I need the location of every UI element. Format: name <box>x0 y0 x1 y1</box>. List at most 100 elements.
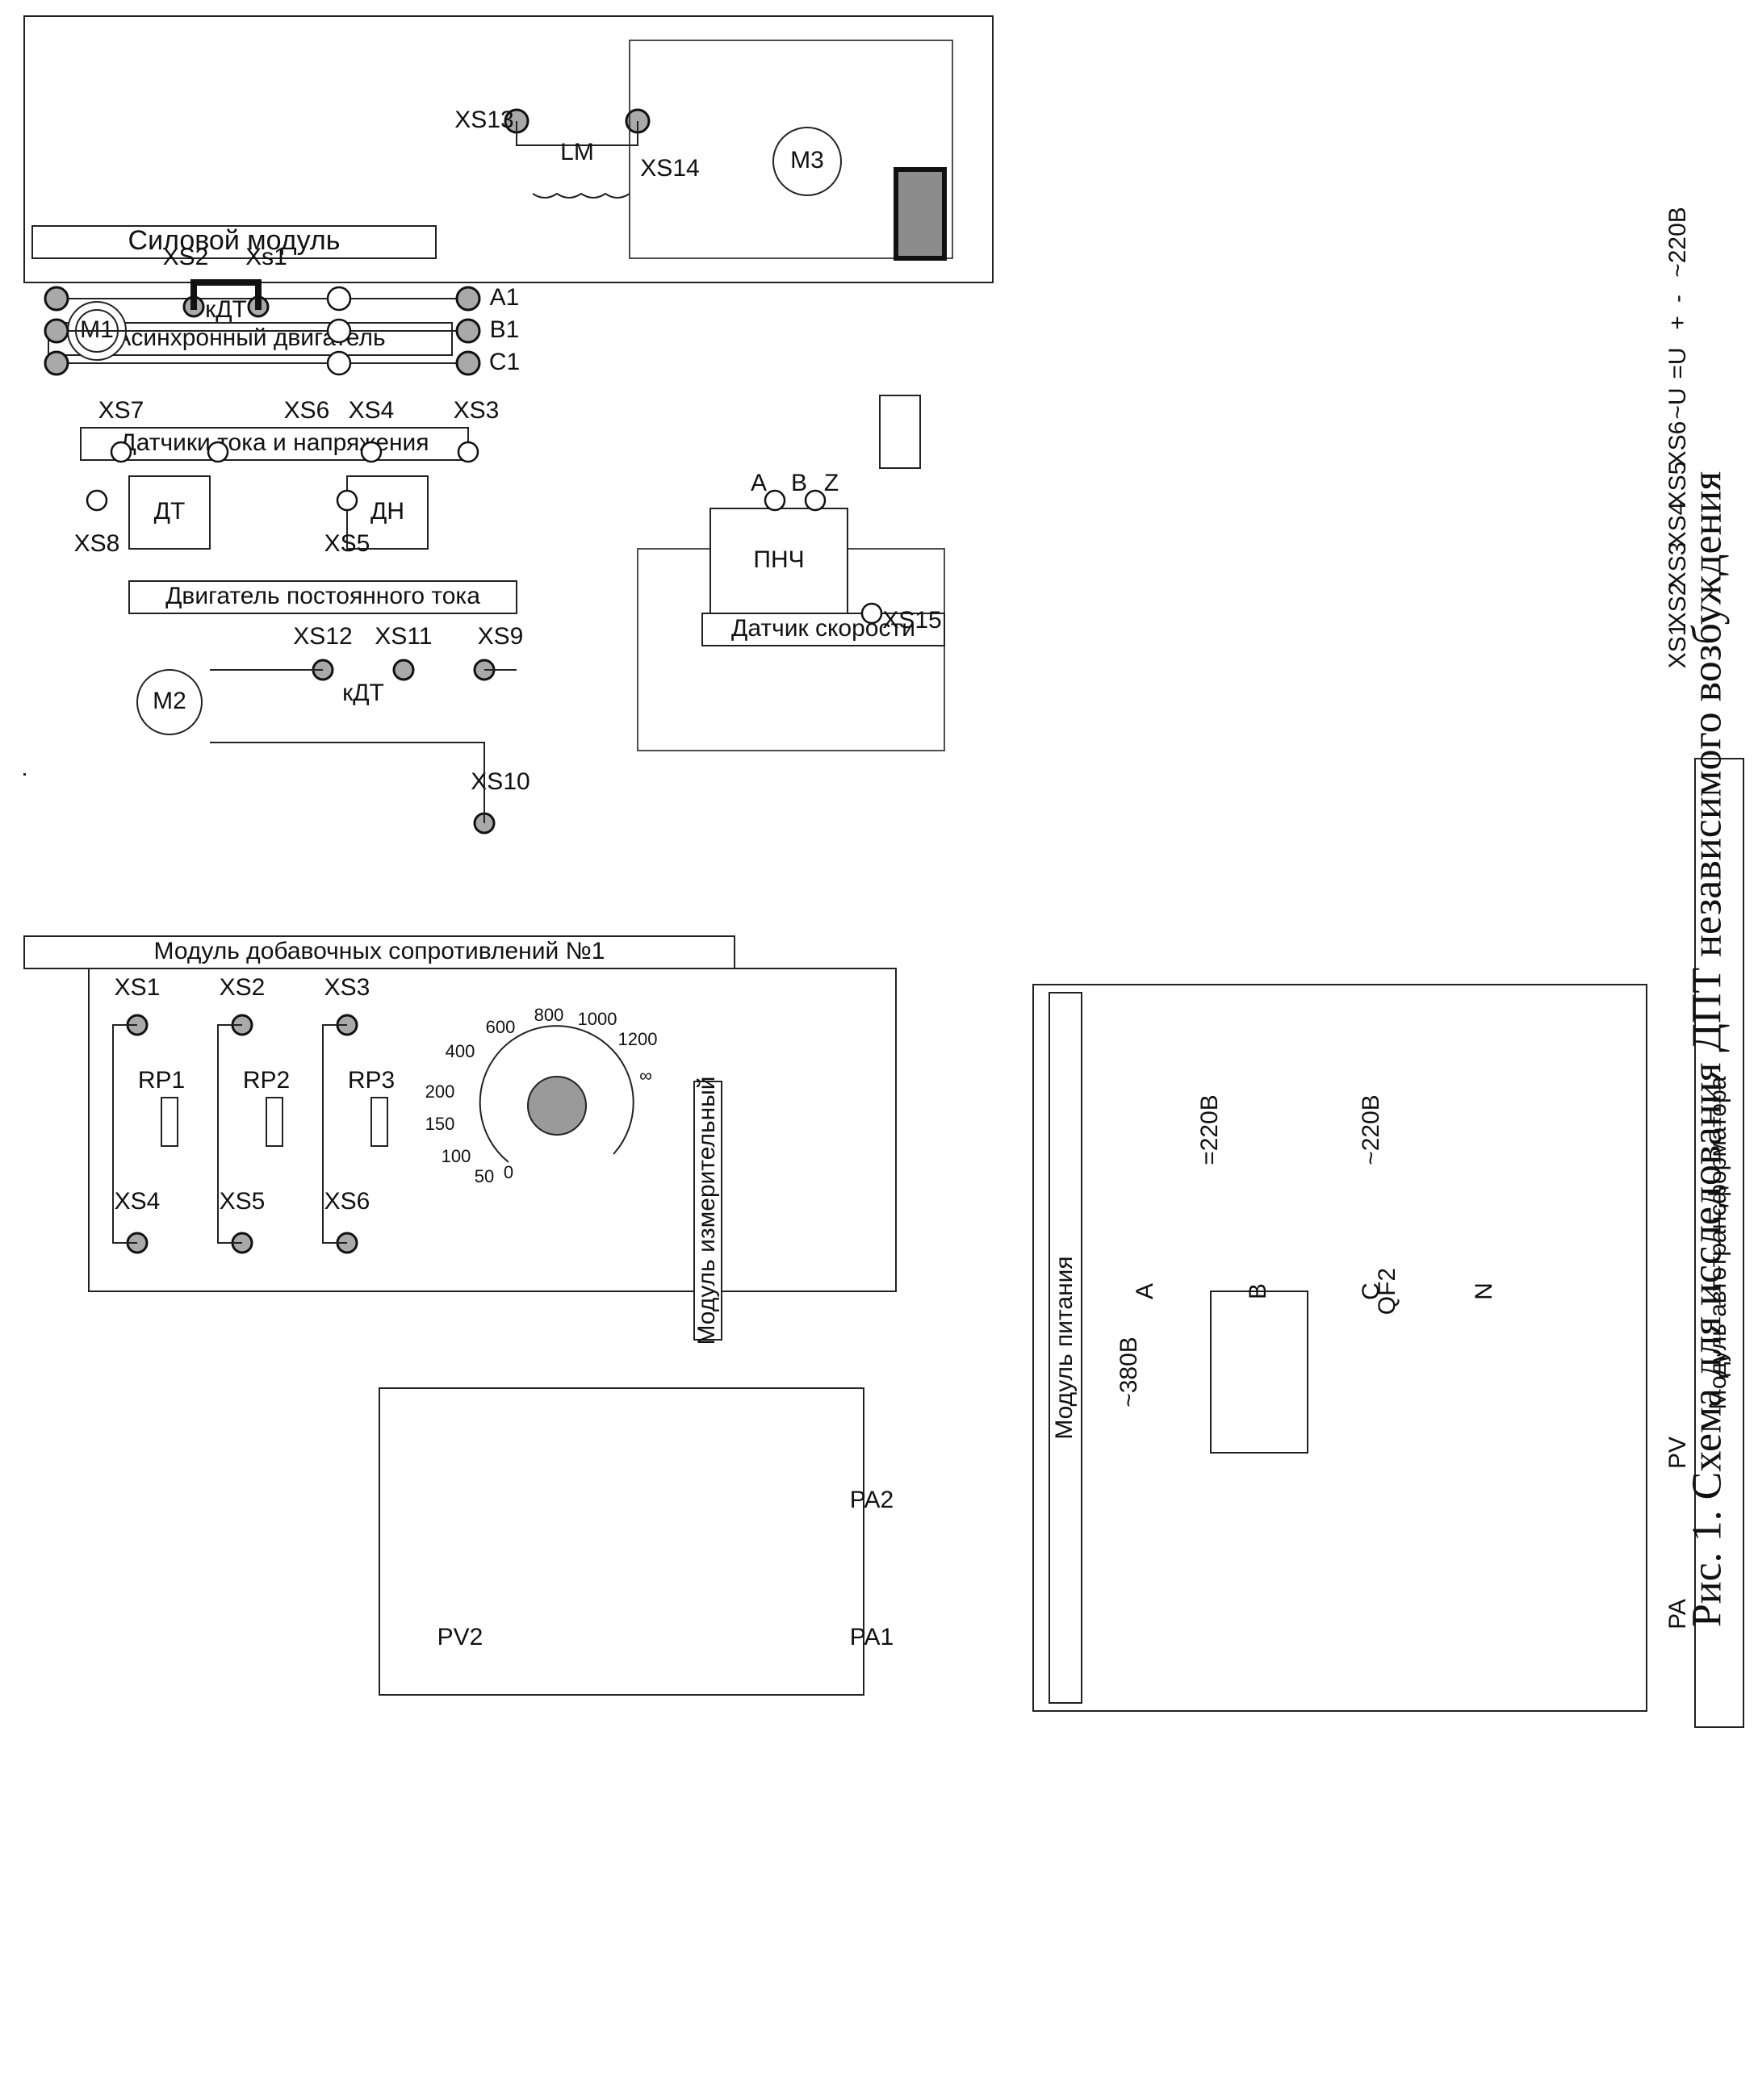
svg-text:~220В: ~220В <box>1358 1094 1384 1165</box>
svg-text:XS11: XS11 <box>375 623 432 650</box>
svg-text:LM: LM <box>560 139 594 165</box>
svg-text:ДН: ДН <box>370 498 404 525</box>
svg-text:B1: B1 <box>490 316 520 343</box>
svg-text:0: 0 <box>504 1162 513 1182</box>
motor-m2-symbol <box>136 669 203 735</box>
resistor-module: Модуль добавочных сопротивлений №1 RP1 R… <box>23 773 735 1254</box>
svg-text:XS2: XS2 <box>163 244 209 270</box>
terminal-a1 <box>455 286 481 312</box>
motor-m3-symbol <box>772 127 842 196</box>
resistor-rp2 <box>266 1097 283 1147</box>
svg-text:~220В: ~220В <box>1664 207 1691 278</box>
dc-xs11 <box>392 659 415 681</box>
svg-text:C: C <box>1358 1282 1384 1300</box>
svg-text:XS1: XS1 <box>1664 623 1691 669</box>
svg-text:PA: PA <box>1664 1599 1691 1629</box>
svg-text:PA1: PA1 <box>850 1624 894 1650</box>
svg-text:50: 50 <box>475 1166 494 1186</box>
measure-module: Модуль измерительный PA1 PA2 PV2 <box>88 968 897 1696</box>
svg-text:=U: =U <box>1664 347 1691 379</box>
motor-m1-label: M1 <box>80 316 114 343</box>
svg-text:Xs1: Xs1 <box>245 244 287 270</box>
svg-text:QF2: QF2 <box>1374 1268 1400 1315</box>
svg-text:XS4: XS4 <box>1664 502 1691 548</box>
autotrafo-module: Модуль автотрансформатора PA PV XS1 XS2 … <box>1664 207 1744 1728</box>
svg-text:N: N <box>1471 1282 1497 1300</box>
svg-text:-: - <box>1664 295 1691 303</box>
svg-text:M3: M3 <box>790 147 824 174</box>
svg-text:XS14: XS14 <box>640 155 699 182</box>
svg-text:XS3: XS3 <box>324 974 370 1001</box>
svg-text:800: 800 <box>534 1005 564 1025</box>
measure-module-title-tag: Модуль измерительный <box>693 1076 722 1345</box>
svg-text:XS5: XS5 <box>324 530 370 557</box>
svg-text:XS4: XS4 <box>115 1188 161 1215</box>
svg-text:Z: Z <box>824 470 839 496</box>
svg-text:∞: ∞ <box>639 1065 652 1086</box>
power-module-title: Силовой модуль <box>128 225 341 256</box>
terminal-c1 <box>455 350 481 376</box>
svg-text:200: 200 <box>425 1081 455 1102</box>
terminal-b1 <box>455 318 481 344</box>
schematic-diagram: Силовой модуль Асинхронный двигатель M1 … <box>23 15 1744 1728</box>
svg-text:A1: A1 <box>490 284 520 311</box>
svg-text:XS5: XS5 <box>1664 462 1691 508</box>
svg-text:XS1: XS1 <box>115 974 161 1001</box>
svg-text:RP1: RP1 <box>138 1067 185 1094</box>
svg-text:PV2: PV2 <box>437 1624 483 1650</box>
svg-text:XS2: XS2 <box>220 974 266 1001</box>
svg-text:C1: C1 <box>489 349 520 375</box>
svg-text:кДТ: кДТ <box>205 296 247 323</box>
svg-text:ДТ: ДТ <box>154 498 186 525</box>
power-module: Силовой модуль Асинхронный двигатель M1 … <box>23 15 994 835</box>
svg-text:XS7: XS7 <box>98 397 144 424</box>
dc-motor-title: Двигатель постоянного тока <box>165 583 480 609</box>
svg-text:Модуль питания: Модуль питания <box>1051 1256 1078 1439</box>
svg-text:XS15: XS15 <box>882 607 941 634</box>
schematic-svg: Силовой модуль Асинхронный двигатель M1 … <box>23 15 1744 1728</box>
svg-text:Модуль автотрансформатора: Модуль автотрансформатора <box>1705 1076 1731 1409</box>
svg-text:XS8: XS8 <box>74 530 120 557</box>
svg-text:B: B <box>791 470 807 496</box>
svg-text:PA2: PA2 <box>850 1487 894 1513</box>
supply-module: Модуль питания ~380В QF2 A B C N =220В ~… <box>1032 984 1647 1712</box>
figure-caption: Рис. 1. Схема для исследования ДПТ незав… <box>1671 40 1743 2058</box>
svg-text:B: B <box>1245 1283 1271 1299</box>
svg-text:XS6: XS6 <box>1664 421 1691 467</box>
svg-text:~380В: ~380В <box>1115 1337 1142 1408</box>
svg-text:=220В: =220В <box>1196 1094 1223 1165</box>
svg-text:1200: 1200 <box>618 1029 658 1049</box>
svg-text:150: 150 <box>425 1114 455 1134</box>
caption-text: Рис. 1. Схема для исследования ДПТ незав… <box>1684 471 1731 1628</box>
svg-text:XS9: XS9 <box>478 623 524 650</box>
svg-text:XS12: XS12 <box>293 623 352 650</box>
svg-text:XS3: XS3 <box>454 397 500 424</box>
resistance-dial[interactable]: 0 50 100 150 200 400 600 800 1000 1200 ∞ <box>425 1005 658 1186</box>
svg-text:XS4: XS4 <box>349 397 395 424</box>
svg-text:A: A <box>751 470 767 496</box>
dn-block <box>346 475 429 550</box>
svg-text:PV: PV <box>1664 1437 1691 1469</box>
resistor-rp3 <box>370 1097 388 1147</box>
svg-text:M2: M2 <box>153 688 186 714</box>
svg-text:RP3: RP3 <box>348 1067 395 1094</box>
svg-text:100: 100 <box>442 1146 471 1166</box>
svg-text:Датчик скорости: Датчик скорости <box>731 615 915 642</box>
dt-block <box>128 475 211 550</box>
svg-text:400: 400 <box>446 1041 475 1061</box>
svg-text:Модуль измерительный: Модуль измерительный <box>693 1076 720 1345</box>
svg-text:XS10: XS10 <box>471 768 529 795</box>
svg-text:ПНЧ: ПНЧ <box>753 546 804 573</box>
resistor-rp1 <box>161 1097 178 1147</box>
svg-text:1000: 1000 <box>578 1009 617 1029</box>
svg-text:XS3: XS3 <box>1664 542 1691 588</box>
resistor-module-title: Модуль добавочных сопротивлений №1 <box>154 938 605 964</box>
svg-text:кДТ: кДТ <box>342 680 384 706</box>
svg-text:XS6: XS6 <box>284 397 330 424</box>
svg-text:XS5: XS5 <box>220 1188 266 1215</box>
svg-text:600: 600 <box>486 1017 516 1037</box>
svg-text:~U: ~U <box>1664 387 1691 419</box>
svg-text:A: A <box>1132 1283 1158 1299</box>
breaker-qf2[interactable] <box>1210 1291 1308 1454</box>
